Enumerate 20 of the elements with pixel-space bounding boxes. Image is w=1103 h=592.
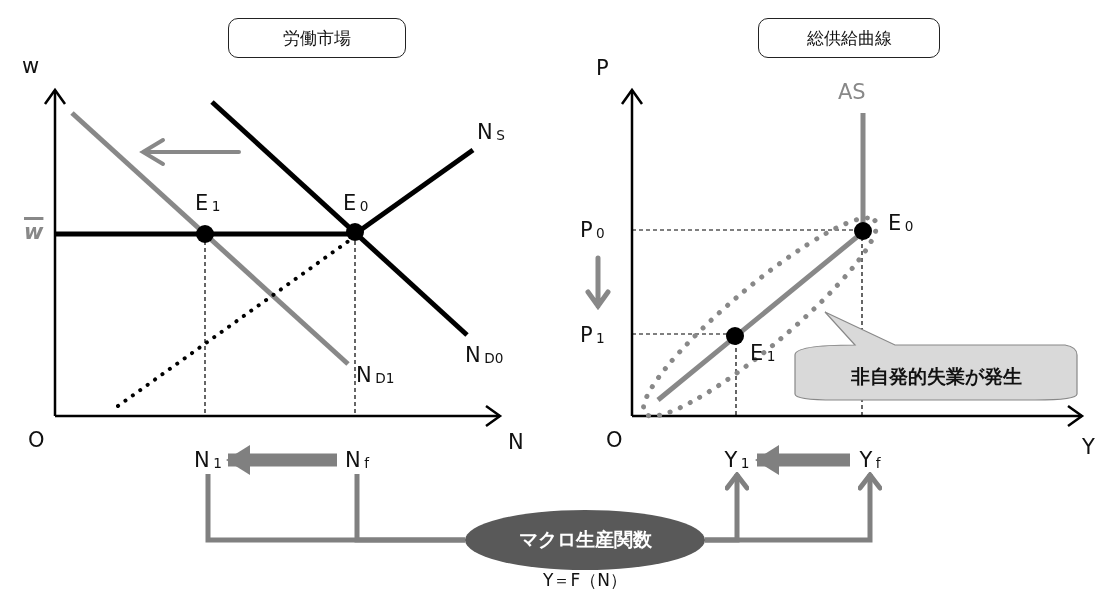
axis-label: P	[596, 58, 609, 79]
node-text: 総供給曲線	[806, 26, 892, 50]
axis-label: Y	[1082, 437, 1095, 458]
axis-label: O	[28, 430, 45, 451]
axis-label: O	[606, 430, 623, 451]
node-text: 非自発的失業が発生	[850, 364, 1022, 389]
node-text: 労働市場	[283, 26, 351, 50]
block-arrow	[226, 445, 337, 475]
axis-label: w	[22, 56, 40, 77]
axis-label: N	[508, 432, 524, 453]
block-arrow	[755, 445, 850, 475]
node-text: マクロ生産関数	[518, 527, 652, 552]
arrow	[705, 472, 883, 543]
axis-label: w	[24, 222, 44, 243]
connector-line	[354, 474, 465, 543]
title-box	[758, 18, 940, 58]
axis-label: AS	[838, 82, 866, 103]
title-box	[228, 18, 406, 58]
speech-callout	[795, 310, 1077, 402]
formula-text: Y＝F（N）	[543, 572, 627, 589]
